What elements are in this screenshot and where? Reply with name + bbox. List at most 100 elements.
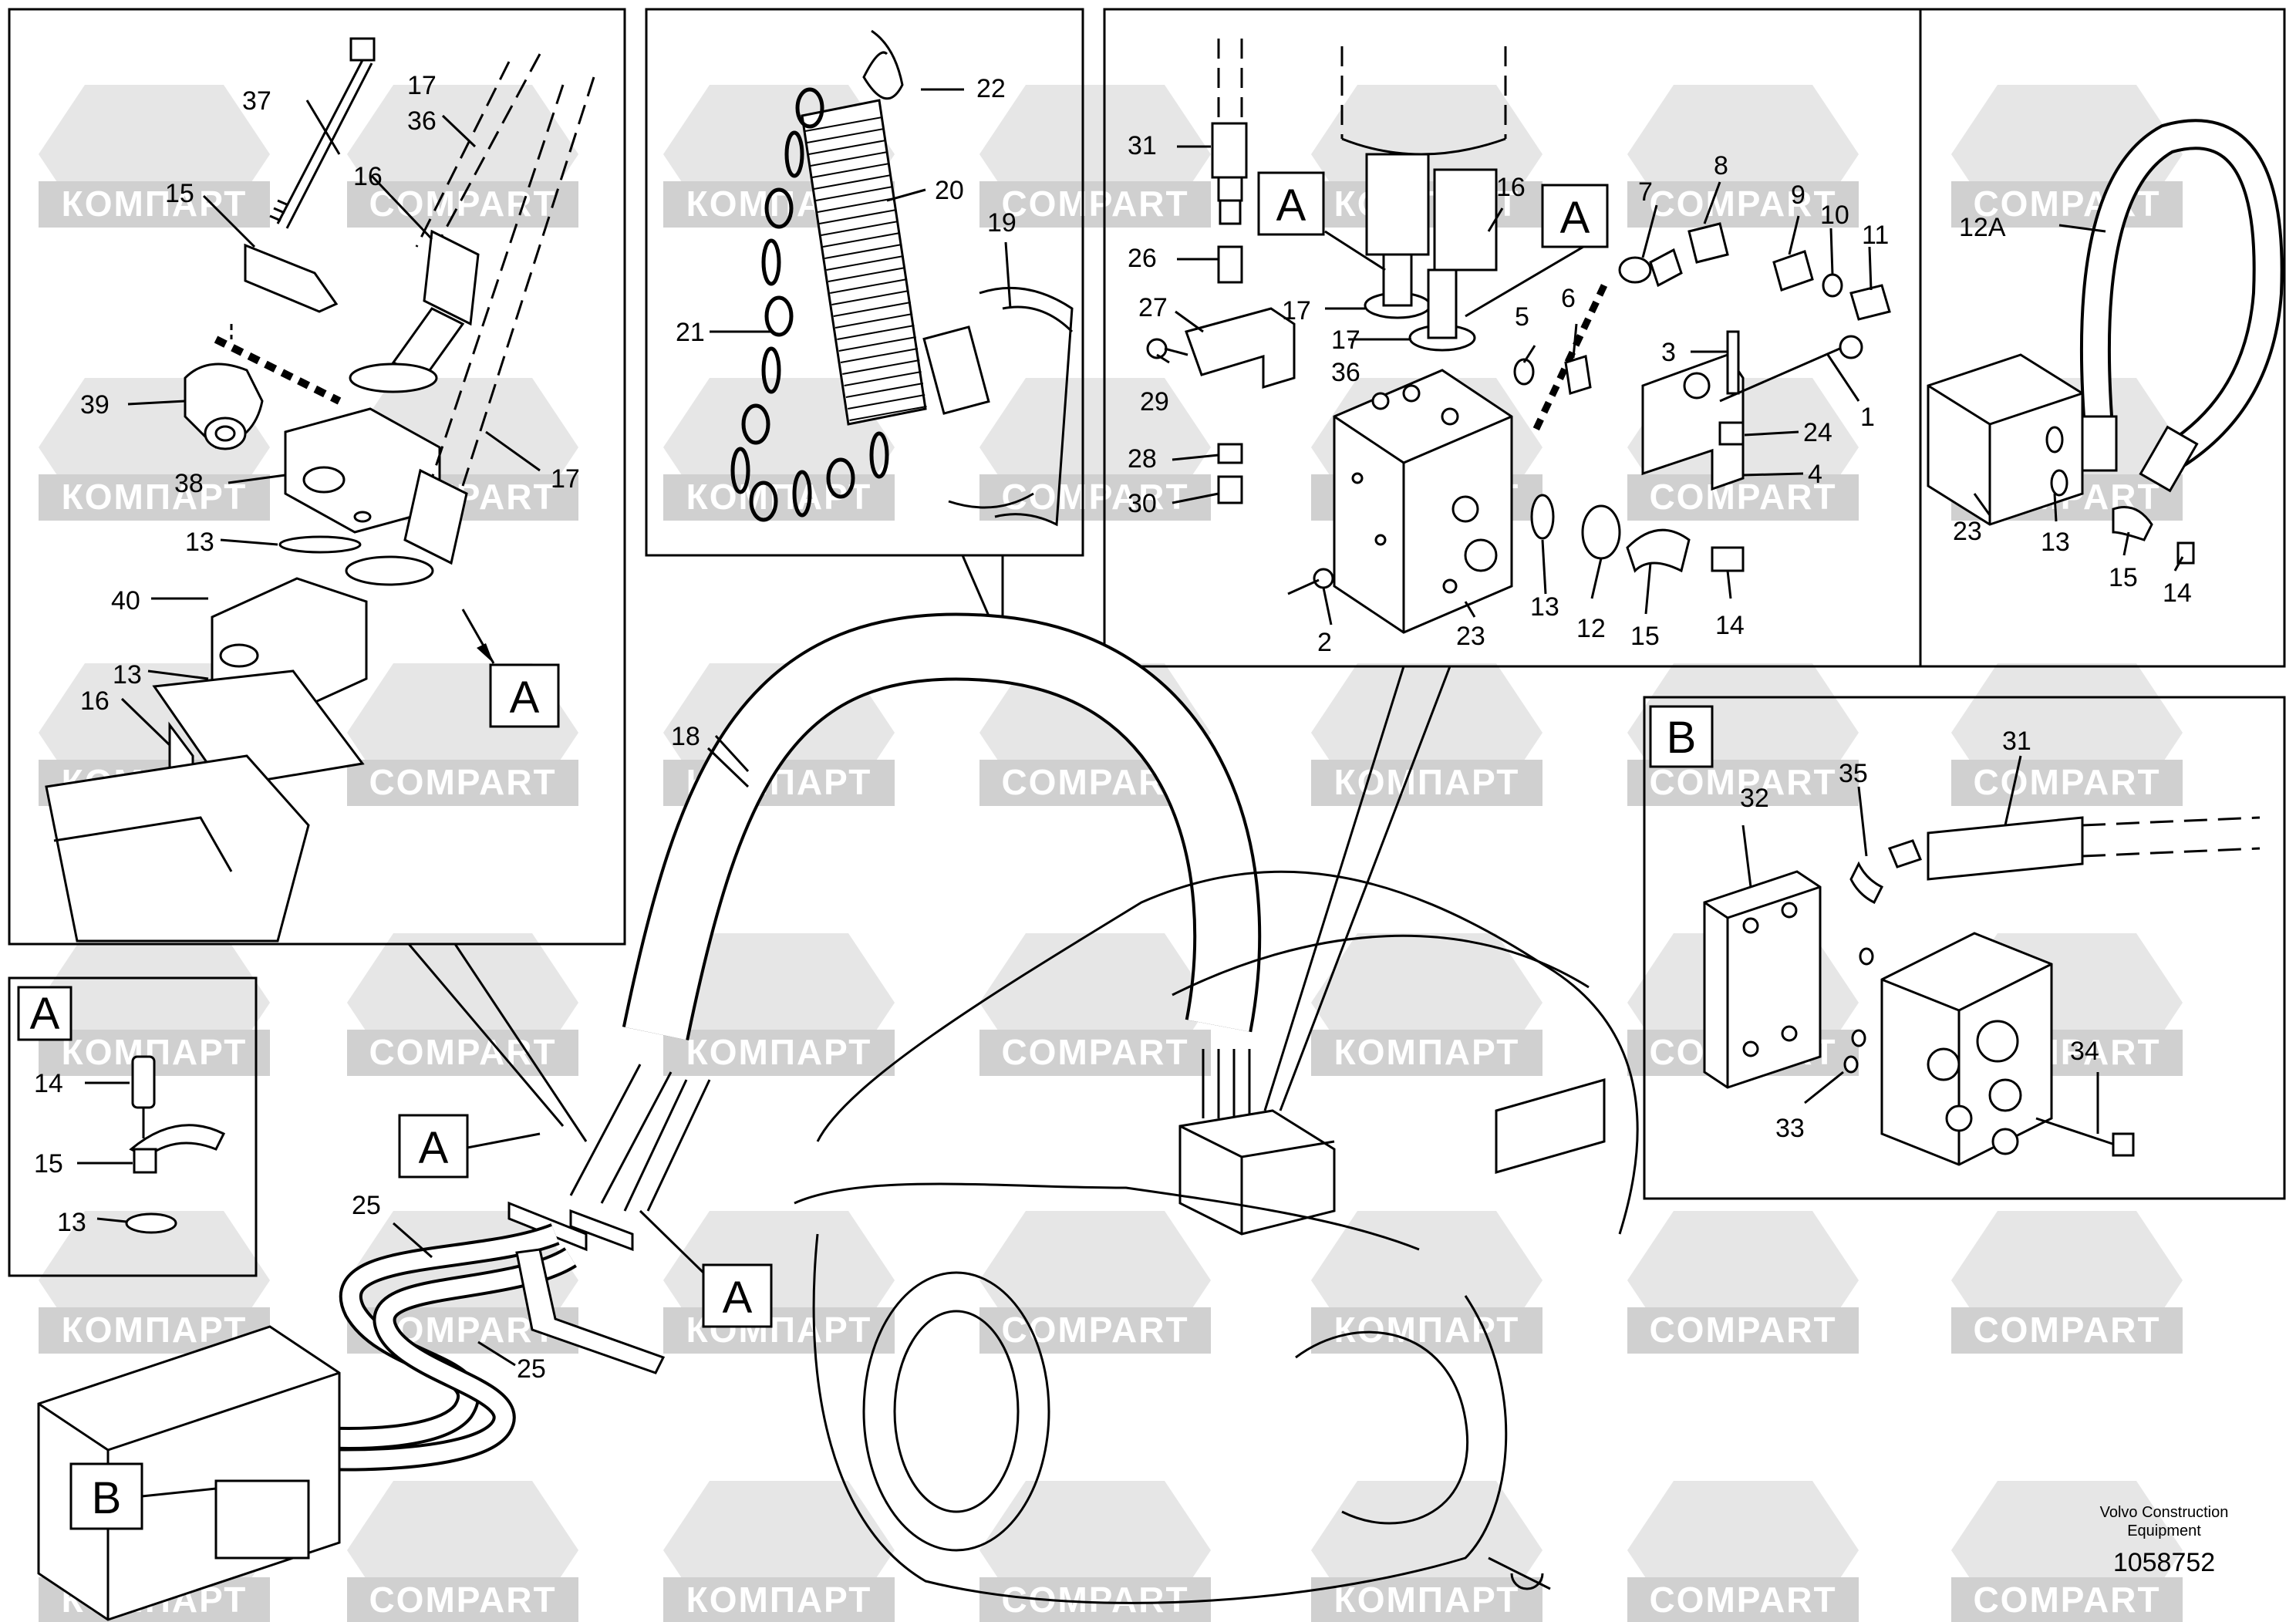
detail-spring-chain	[710, 29, 1074, 527]
strap-19	[922, 286, 1074, 527]
watermark-text: КОМПАРТ	[62, 1310, 248, 1350]
callout-29: 29	[1140, 387, 1169, 416]
callout-24: 24	[1803, 418, 1832, 447]
chain-link	[730, 447, 750, 494]
watermark-band	[347, 760, 578, 806]
watermark-band	[1951, 1307, 2183, 1354]
watermark-band	[347, 1030, 578, 1076]
hose-17b	[345, 76, 595, 586]
spring-coil	[819, 209, 897, 224]
spring-coil	[810, 151, 888, 167]
watermark-band	[663, 1030, 895, 1076]
callout-31: 31	[2002, 727, 2031, 756]
watermark-text: КОМПАРТ	[686, 1032, 872, 1072]
callout-10: 10	[1820, 201, 1849, 230]
detail-label-a1: A	[510, 673, 540, 723]
callout-39: 39	[80, 390, 110, 420]
drawing-number: 1058752	[2113, 1548, 2215, 1577]
watermark-layer: КОМПАРТ COMPART КОМПАРТ COMPART КОМПАРТ COMPA…	[39, 85, 2183, 1622]
callout-28: 28	[1128, 444, 1157, 474]
spring-coil	[830, 278, 908, 294]
callout-5: 5	[1515, 302, 1529, 332]
watermark-text: COMPART	[1649, 762, 1836, 802]
watermark-text: COMPART	[369, 1032, 556, 1072]
spring-coil	[807, 128, 885, 143]
watermark-text: COMPART	[369, 1580, 556, 1620]
watermark-text: COMPART	[1649, 1310, 1836, 1350]
callout-3: 3	[1661, 338, 1676, 367]
watermark-text: КОМПАРТ	[1334, 1310, 1520, 1350]
callout-12A: 12A	[1959, 213, 2006, 242]
chain-link	[741, 403, 770, 445]
watermark-band	[979, 1577, 1211, 1622]
watermark-band	[663, 1307, 895, 1354]
callout-30: 30	[1128, 489, 1157, 518]
spring-coil	[845, 383, 924, 398]
watermark-band	[663, 474, 895, 521]
spring-coil	[849, 406, 927, 421]
spring-coil	[824, 244, 902, 259]
chain-link	[826, 457, 855, 499]
detail-label-b1: B	[1667, 713, 1697, 763]
callout-17: 17	[1331, 325, 1360, 355]
callout-2: 2	[1317, 628, 1332, 657]
watermark-text: COMPART	[1001, 1032, 1188, 1072]
detail-A-small	[77, 1055, 226, 1234]
spring-coil	[826, 255, 904, 271]
callout-4: 4	[1808, 460, 1822, 489]
watermark-text: COMPART	[1973, 1310, 2160, 1350]
watermark-band	[39, 181, 270, 228]
detail-label-a4: A	[30, 989, 60, 1039]
detail-hose-12A	[1927, 119, 2284, 572]
callout-15: 15	[2109, 563, 2138, 592]
callout-26: 26	[1128, 244, 1157, 273]
watermark-band	[979, 474, 1211, 521]
watermark-text: КОМПАРТ	[1334, 1580, 1520, 1620]
watermark-band	[1311, 760, 1542, 806]
detail-label-b2: B	[92, 1473, 122, 1523]
chain-link	[792, 470, 812, 518]
watermark-text: COMPART	[1001, 1580, 1188, 1620]
chain-21	[730, 87, 889, 522]
detail-frames	[8, 8, 2286, 1277]
detail-valve-block	[1146, 39, 1891, 634]
callout-13: 13	[2041, 528, 2070, 557]
callout-25: 25	[517, 1354, 546, 1384]
callout-23: 23	[1456, 622, 1485, 651]
callout-15: 15	[1630, 622, 1660, 651]
callout-36: 36	[1331, 358, 1360, 387]
callout-31: 31	[1128, 131, 1157, 160]
callout-36: 36	[407, 106, 437, 136]
spring-coil	[814, 174, 892, 190]
spring-coil	[844, 371, 922, 386]
chain-link	[761, 238, 781, 286]
watermark-text: COMPART	[1001, 1310, 1188, 1350]
watermark-text: COMPART	[1001, 477, 1188, 517]
bolt-37	[269, 37, 376, 229]
callout-25: 25	[352, 1191, 381, 1220]
hose-17a	[349, 53, 541, 393]
spring-coil	[812, 163, 890, 178]
detail-label-a2: A	[1276, 180, 1306, 231]
chain-link	[784, 130, 804, 178]
watermark-text: КОМПАРТ	[1334, 762, 1520, 802]
callout-38: 38	[174, 469, 204, 498]
watermark-band	[979, 181, 1211, 228]
callout-9: 9	[1791, 180, 1805, 210]
spring-coil	[815, 186, 893, 201]
watermark-text: КОМПАРТ	[686, 1580, 872, 1620]
callout-15: 15	[34, 1149, 63, 1179]
drawing-footer: Volvo Construction Equipment 1058752	[2100, 1504, 2229, 1577]
callout-32: 32	[1740, 784, 1769, 813]
spring-coil	[840, 348, 919, 363]
watermark-band	[1627, 181, 1859, 228]
watermark-text: КОМПАРТ	[62, 184, 248, 224]
detail-B-valve	[1703, 755, 2261, 1166]
watermark-text: COMPART	[369, 762, 556, 802]
watermark-text: КОМПАРТ	[1334, 1032, 1520, 1072]
watermark-text: COMPART	[1649, 1580, 1836, 1620]
spring-coil	[804, 116, 883, 132]
watermark-band	[1627, 1577, 1859, 1622]
watermark-text: COMPART	[1001, 184, 1188, 224]
